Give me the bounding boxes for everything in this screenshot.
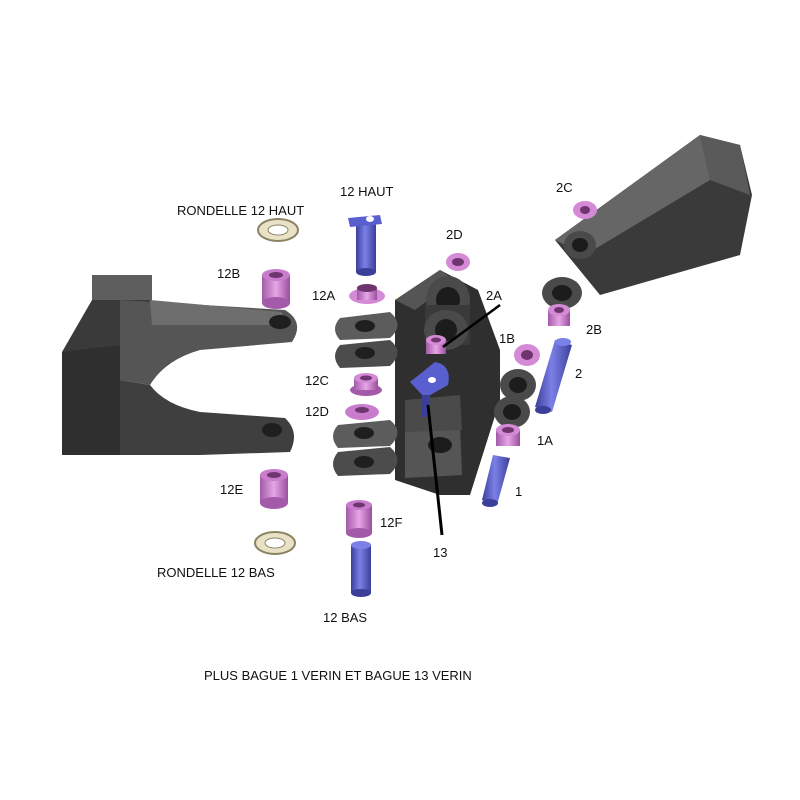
label-12-bas: 12 BAS — [323, 610, 367, 625]
pin-12-bas — [351, 541, 371, 597]
caption: PLUS BAGUE 1 VERIN ET BAGUE 13 VERIN — [204, 668, 472, 683]
stack-plate-4-hole — [354, 456, 374, 468]
bushing-12f — [346, 500, 372, 538]
label-12d: 12D — [305, 404, 329, 419]
yoke-lower-hole — [262, 423, 282, 437]
yoke-block-face — [62, 345, 120, 455]
bushing-1b — [514, 344, 540, 366]
center-plate-stack — [333, 312, 398, 476]
bushing-12c — [350, 373, 382, 396]
label-12a: 12A — [312, 288, 335, 303]
label-2c: 2C — [556, 180, 573, 195]
label-13: 13 — [433, 545, 447, 560]
stack-plate-1-hole — [355, 320, 375, 332]
left-yoke — [62, 275, 298, 455]
label-1b: 1B — [499, 331, 515, 346]
pin-12-haut — [348, 215, 382, 276]
yoke-block-top — [92, 275, 152, 300]
label-2a: 2A — [486, 288, 502, 303]
bracket-ear-lower-hole — [503, 404, 521, 420]
bracket-lower-tube-bore — [435, 319, 457, 341]
bushing-1a — [496, 424, 520, 446]
part-13-link — [410, 362, 449, 417]
bushing-2a — [426, 335, 446, 354]
bushing-2b — [548, 304, 570, 326]
right-arm-upper-eye-hole — [572, 238, 588, 252]
leader-2a — [442, 303, 501, 349]
bushing-12d — [345, 404, 379, 420]
bushing-12b — [262, 269, 290, 309]
right-arm-lower-eye-hole — [552, 285, 572, 301]
right-arm-top — [555, 135, 710, 255]
bushing-2d — [446, 253, 470, 271]
stack-plate-2-hole — [355, 347, 375, 359]
stack-plate-3-hole — [354, 427, 374, 439]
label-1a: 1A — [537, 433, 553, 448]
bushing-2c — [573, 201, 597, 219]
label-12c: 12C — [305, 373, 329, 388]
label-12f: 12F — [380, 515, 402, 530]
label-rondelle-bas: RONDELLE 12 BAS — [157, 565, 275, 580]
label-rondelle-haut: RONDELLE 12 HAUT — [177, 203, 304, 218]
label-2: 2 — [575, 366, 582, 381]
pin-1 — [482, 455, 510, 507]
label-2b: 2B — [586, 322, 602, 337]
rondelle-bas-washer — [254, 531, 296, 555]
label-12e: 12E — [220, 482, 243, 497]
right-arm-end-face — [700, 135, 750, 195]
bracket-mid-lug — [405, 395, 462, 432]
yoke-upper-hole — [269, 315, 291, 329]
label-2d: 2D — [446, 227, 463, 242]
bushing-12e — [260, 469, 288, 509]
bushing-12a — [349, 284, 385, 304]
pin-2 — [535, 338, 572, 414]
leader-13 — [426, 404, 444, 536]
yoke-upper-arm-top — [150, 300, 285, 325]
label-12-haut: 12 HAUT — [340, 184, 394, 199]
right-arm — [542, 135, 752, 309]
yoke-lower-arm — [120, 380, 294, 455]
label-12b: 12B — [217, 266, 240, 281]
rondelle-haut-washer — [257, 218, 299, 242]
label-1: 1 — [515, 484, 522, 499]
bracket-ear-upper-hole — [509, 377, 527, 393]
